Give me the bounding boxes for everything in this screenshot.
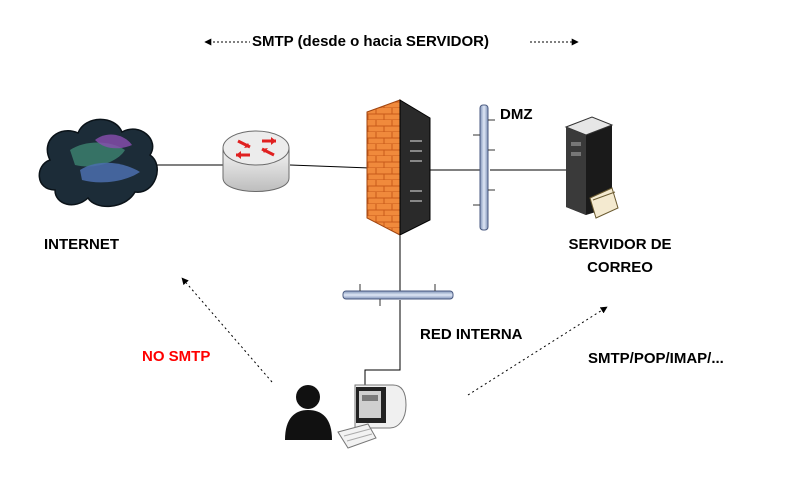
server-label-line2: CORREO bbox=[587, 259, 653, 276]
smtp-pop-label: SMTP/POP/IMAP/... bbox=[588, 350, 724, 367]
mail-server-icon bbox=[564, 116, 619, 219]
server-label-line1: SERVIDOR DE bbox=[568, 236, 672, 253]
cloud-icon bbox=[38, 118, 158, 208]
user-icon bbox=[285, 385, 332, 440]
internet-label: INTERNET bbox=[44, 236, 119, 253]
top-label: SMTP (desde o hacia SERVIDOR) bbox=[252, 33, 490, 50]
internal-bus bbox=[342, 284, 454, 306]
smtp-pop-arrow bbox=[467, 306, 608, 396]
red-interna-label: RED INTERNA bbox=[420, 326, 523, 343]
router-icon bbox=[222, 130, 290, 192]
computer-icon bbox=[337, 384, 407, 449]
dmz-label: DMZ bbox=[500, 106, 533, 123]
no-smtp-arrow bbox=[181, 277, 273, 383]
dmz-bus bbox=[473, 104, 495, 231]
firewall-icon bbox=[366, 99, 431, 236]
no-smtp-label: NO SMTP bbox=[142, 348, 211, 365]
